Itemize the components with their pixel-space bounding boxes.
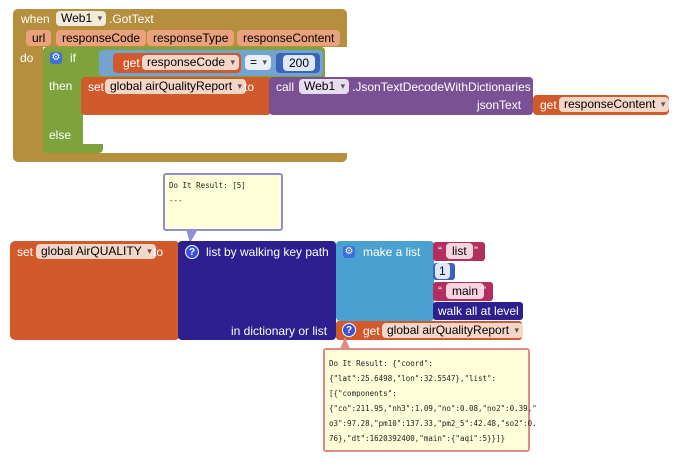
in-dictionary-label: in dictionary or list [231, 324, 328, 338]
help-icon[interactable]: ? [185, 245, 199, 259]
else-notch [83, 118, 103, 134]
responsecode-dropdown[interactable]: responseCode [142, 55, 240, 70]
when-label: when [21, 12, 50, 26]
param-url[interactable]: url [26, 30, 52, 46]
bubble-top-line-1: Do It Result: [5] [169, 181, 246, 190]
get-label: get [123, 56, 140, 70]
bubble-bottom-line-6: 76},"dt":1620392400,"main":{"aqi":5}}]} [329, 434, 506, 443]
bubble-bottom-tail [340, 337, 350, 349]
bubble-top-line-2: --- [169, 196, 183, 205]
get-report-label: get [363, 324, 380, 338]
bubble-bottom-line-4: {"co":211.95,"nh3":1.09,"no":0.08,"no2":… [329, 404, 537, 413]
if-block-footer [43, 144, 103, 153]
component-dropdown[interactable]: Web1 [56, 11, 107, 26]
get-report-help-icon[interactable]: ? [342, 323, 356, 337]
walk-all-label: walk all at level [438, 304, 519, 318]
do-label: do [20, 51, 34, 65]
bubble-bottom-line-5: o3":97.28,"pm10":137.33,"pm2_5":42.48,"s… [329, 419, 537, 428]
do-it-result-bubble-top: Do It Result: [5] --- [163, 173, 283, 231]
event-name-label: .GotText [109, 12, 154, 26]
walk-key-path-block[interactable] [178, 241, 336, 340]
responsecontent-dropdown[interactable]: responseContent [559, 97, 670, 112]
param-responsetype[interactable]: responseType [147, 30, 235, 46]
report-var-dropdown[interactable]: global airQualityReport [105, 79, 247, 94]
set-aq-to-label: to [153, 245, 164, 259]
bubble-bottom-line-1: Do It Result: {"coord": [329, 359, 433, 368]
param-responsecontent[interactable]: responseContent [237, 30, 341, 46]
bubble-top-tail [186, 229, 198, 243]
text-list-quote-open: “ [438, 244, 442, 258]
bubble-bottom-line-2: {"lat":25.6498,"lon":32.5547},"list": [329, 374, 497, 383]
do-it-result-bubble-bottom: Do It Result: {"coord": {"lat":25.6498,"… [323, 348, 537, 452]
gear-icon[interactable]: ⚙ [50, 52, 62, 64]
call-label: call [276, 80, 295, 94]
operator-dropdown[interactable]: = [245, 55, 272, 70]
method-label: .JsonTextDecodeWithDictionaries [352, 80, 531, 94]
number-200[interactable]: 200 [283, 55, 316, 71]
make-list-gear-icon[interactable]: ⚙ [343, 246, 355, 258]
jsontext-label: jsonText [477, 98, 522, 112]
event-block-spine [13, 47, 43, 153]
param-responsecode[interactable]: responseCode [56, 30, 147, 46]
bubble-bottom-line-3: [{"components": [329, 389, 397, 398]
set-label: set [88, 80, 105, 94]
make-list-label: make a list [363, 245, 421, 259]
number-1-value[interactable]: 1 [435, 263, 450, 279]
get-content-label: get [540, 98, 557, 112]
text-list-quote-close: ” [474, 244, 478, 258]
text-main-quote-close: ” [482, 284, 486, 298]
text-list-value[interactable]: list [446, 243, 473, 259]
walk-label: list by walking key path [206, 245, 329, 259]
event-block-footer [13, 153, 347, 162]
to-label: to [244, 80, 255, 94]
text-main-value[interactable]: main [446, 283, 485, 299]
walk-all-block[interactable] [433, 302, 523, 320]
airquality-var-dropdown[interactable]: global AirQUALITY [36, 244, 156, 259]
then-label: then [49, 79, 73, 93]
if-block-spine [43, 78, 83, 153]
report-get-dropdown[interactable]: global airQualityReport [382, 323, 524, 338]
else-label: else [49, 128, 72, 142]
call-component-dropdown[interactable]: Web1 [299, 79, 350, 94]
set-aq-label: set [17, 245, 34, 259]
text-main-quote-open: “ [438, 284, 442, 298]
if-label: if [70, 51, 76, 65]
